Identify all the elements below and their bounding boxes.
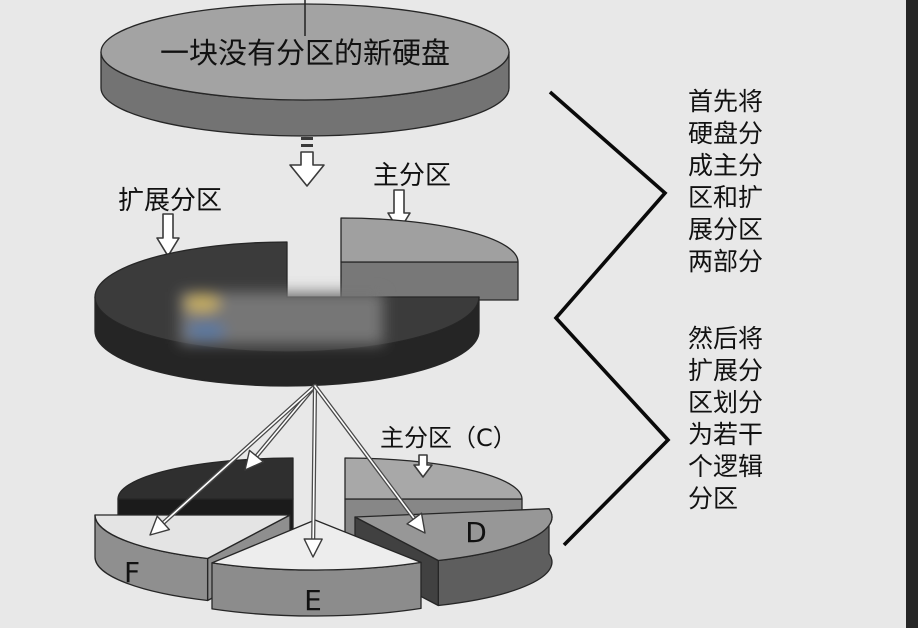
explanation-line: 成主分 bbox=[688, 151, 763, 180]
arrow-head-icon bbox=[149, 515, 171, 536]
block-arrow-shape bbox=[289, 151, 325, 187]
explanation-line: 区和扩 bbox=[688, 183, 763, 212]
primary-c-wedge-top bbox=[344, 457, 523, 500]
primary-partition-c-label: 主分区（C） bbox=[380, 424, 517, 452]
arrow-shaft-core bbox=[314, 385, 416, 520]
unpartitioned-disk-label: 一块没有分区的新硬盘 bbox=[160, 36, 450, 70]
arrow-dash-bottom bbox=[301, 144, 313, 147]
f-wedge-label: F bbox=[124, 556, 140, 589]
blur-patch-yellow bbox=[184, 294, 220, 312]
arrow-to-back-left bbox=[244, 383, 318, 471]
primary-c-arrow-icon bbox=[413, 454, 433, 478]
primary-partition-label: 主分区 bbox=[373, 161, 451, 191]
explanation-line: 硬盘分 bbox=[688, 119, 763, 148]
extended-partition-label: 扩展分区 bbox=[118, 186, 222, 216]
primary-partition-wedge bbox=[340, 217, 519, 301]
extended-partition-disk bbox=[94, 241, 480, 387]
arrow-to-e bbox=[303, 383, 323, 558]
blurred-watermark bbox=[180, 292, 383, 344]
arrow-to-f bbox=[149, 383, 318, 536]
down-arrow-icon bbox=[289, 137, 325, 187]
f-wedge-top bbox=[94, 514, 291, 560]
explanation-line: 个逻辑 bbox=[688, 452, 763, 481]
explanation-line: 为若干 bbox=[688, 420, 763, 449]
arrow-shaft-core bbox=[255, 385, 316, 457]
unpartitioned-disk: 一块没有分区的新硬盘 bbox=[100, 0, 510, 137]
d-wedge-label: D bbox=[465, 516, 487, 549]
explanation-line: 展分区 bbox=[688, 215, 763, 244]
arrow-head-icon bbox=[244, 449, 265, 471]
blur-patch-blue bbox=[186, 322, 226, 340]
explanation-line: 然后将 bbox=[688, 324, 763, 353]
split-arrows bbox=[149, 383, 426, 558]
explanation-line: 两部分 bbox=[688, 247, 763, 276]
logical-partition-pie: F D E bbox=[94, 457, 553, 617]
explanation-line: 区划分 bbox=[688, 388, 763, 417]
explanation-step1: 首先将 硬盘分 成主分 区和扩 展分区 两部分 bbox=[688, 87, 763, 276]
arrow-head-icon bbox=[406, 512, 426, 534]
zigzag-bracket bbox=[548, 90, 671, 547]
explanation-line: 首先将 bbox=[688, 87, 763, 116]
explanation-line: 扩展分 bbox=[688, 356, 763, 385]
explanation-step2: 然后将 扩展分 区划分 为若干 个逻辑 分区 bbox=[688, 324, 763, 513]
arrow-head-icon bbox=[303, 538, 323, 558]
extended-partition-arrow-icon bbox=[156, 213, 180, 257]
e-wedge-label: E bbox=[304, 584, 322, 617]
arrow-to-d bbox=[312, 383, 426, 534]
primary-wedge-top bbox=[340, 217, 519, 263]
arrow-shaft-core bbox=[162, 385, 316, 524]
arrow-shaft-core bbox=[312, 385, 316, 540]
d-wedge-top bbox=[354, 508, 553, 562]
arrow-dash-top bbox=[301, 137, 313, 140]
right-border bbox=[906, 0, 918, 628]
explanation-line: 分区 bbox=[688, 484, 738, 513]
